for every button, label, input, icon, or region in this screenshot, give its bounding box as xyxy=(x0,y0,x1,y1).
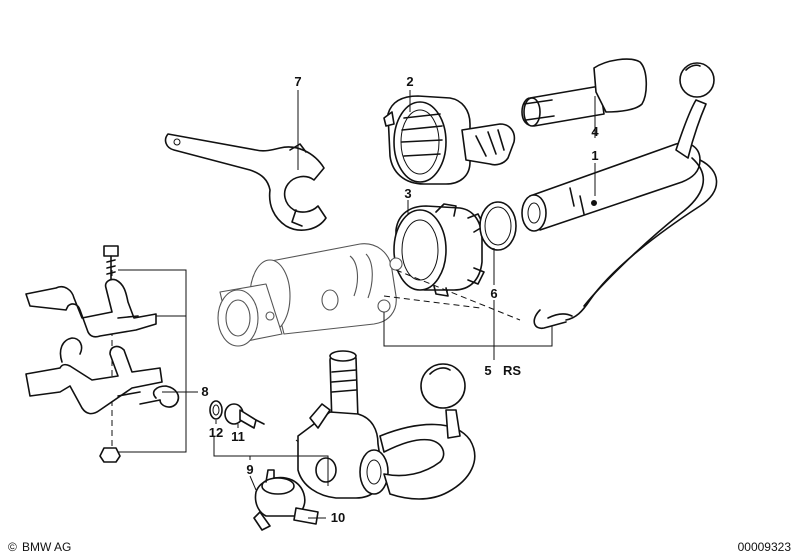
callout-10[interactable]: 10 xyxy=(331,510,345,525)
part-6-o-ring[interactable] xyxy=(479,201,517,251)
part-12-clip[interactable] xyxy=(209,400,223,420)
callout-4[interactable]: 4 xyxy=(591,124,599,139)
callout-labels: 7 2 4 1 3 6 5 RS 8 12 11 9 10 xyxy=(201,74,599,525)
callout-9[interactable]: 9 xyxy=(246,462,253,477)
callout-12[interactable]: 12 xyxy=(209,425,223,440)
part-3-coupling-nut[interactable] xyxy=(393,203,485,297)
part-4-locking-pin[interactable] xyxy=(521,58,648,127)
callout-8[interactable]: 8 xyxy=(201,384,208,399)
part-7-spanner-wrench[interactable] xyxy=(164,133,327,231)
copyright-symbol: © xyxy=(8,540,17,554)
callout-6[interactable]: 6 xyxy=(490,286,497,301)
part-8-bracket-set[interactable] xyxy=(25,245,180,463)
part-11-bolt[interactable] xyxy=(224,403,265,429)
callout-8-bracket xyxy=(118,269,198,453)
receiver-housing-outline xyxy=(217,243,403,347)
callout-rs[interactable]: RS xyxy=(503,363,521,378)
leader-lines xyxy=(213,90,596,519)
callout-2[interactable]: 2 xyxy=(406,74,413,89)
callout-11[interactable]: 11 xyxy=(231,429,245,444)
tow-hook-assembly[interactable] xyxy=(297,350,476,500)
image-number: 00009323 xyxy=(738,540,792,554)
callout-7[interactable]: 7 xyxy=(294,74,301,89)
part-10-socket-plug[interactable] xyxy=(253,469,319,531)
part-2-protective-cap[interactable] xyxy=(383,95,516,185)
footer: © BMW AG 00009323 xyxy=(8,540,791,554)
brand-label: BMW AG xyxy=(22,540,71,554)
callout-5[interactable]: 5 xyxy=(484,363,491,378)
callout-3[interactable]: 3 xyxy=(404,186,411,201)
part-1-tow-ball-bar[interactable] xyxy=(521,62,718,330)
callout-1[interactable]: 1 xyxy=(591,148,598,163)
